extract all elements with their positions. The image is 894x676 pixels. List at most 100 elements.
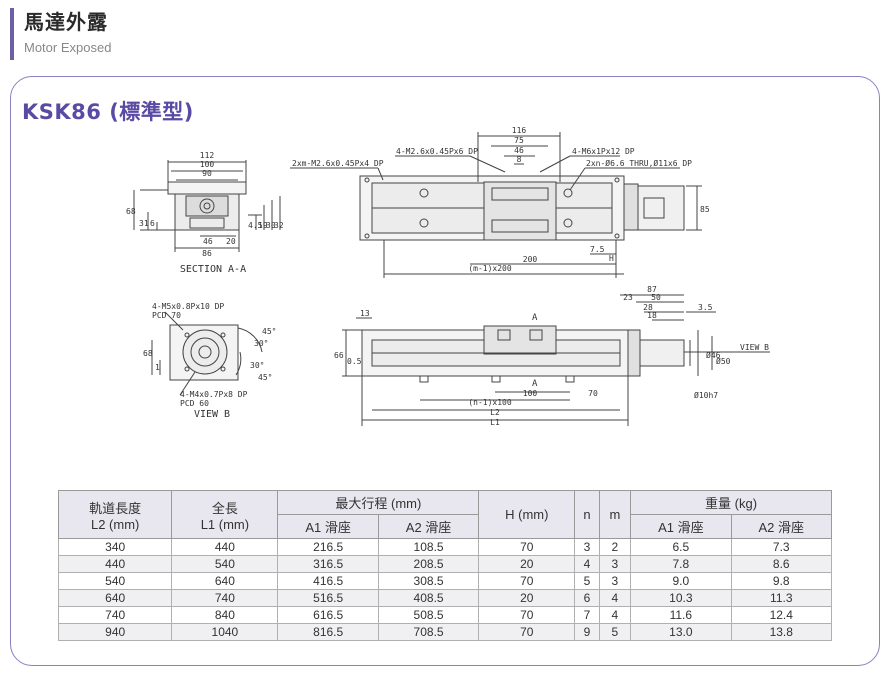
side-label-a-bottom: A bbox=[532, 379, 538, 389]
table-cell: 1040 bbox=[171, 623, 279, 641]
table-cell: 9.0 bbox=[630, 572, 732, 590]
table-cell: 4 bbox=[574, 555, 600, 573]
col-total-length: 全長 L1 (mm) bbox=[171, 490, 279, 539]
table-cell: 70 bbox=[478, 606, 576, 624]
section-view bbox=[133, 160, 281, 252]
section-dim-31: 31 bbox=[139, 219, 149, 228]
top-view bbox=[290, 132, 702, 278]
end-dim-87: 87 bbox=[647, 285, 657, 294]
side-dim-0-5: 0.5 bbox=[347, 357, 362, 366]
top-callout-2: 4-M2.6x0.45Px6 DP bbox=[396, 147, 478, 156]
table-cell: 5 bbox=[574, 572, 600, 590]
view-b-dim-1: 1 bbox=[155, 363, 160, 372]
table-cell: 316.5 bbox=[277, 555, 379, 573]
end-dim-23: 23 bbox=[623, 293, 633, 302]
top-callout-1: 2xm-M2.6x0.45Px4 DP bbox=[292, 159, 384, 168]
section-dim-86: 86 bbox=[202, 249, 212, 258]
table-cell: 440 bbox=[57, 555, 173, 573]
top-callout-3: 4-M6x1Px12 DP bbox=[572, 147, 635, 156]
table-cell: 816.5 bbox=[277, 623, 379, 641]
top-dim-h: H bbox=[609, 254, 614, 263]
table-cell: 8.6 bbox=[730, 555, 833, 573]
table-cell: 2 bbox=[598, 538, 632, 556]
table-cell: 11.6 bbox=[630, 606, 732, 624]
table-cell: 20 bbox=[478, 555, 576, 573]
top-dim-85: 85 bbox=[700, 205, 710, 214]
view-b bbox=[151, 311, 263, 396]
side-view bbox=[342, 294, 770, 426]
table-cell: 7.3 bbox=[730, 538, 833, 556]
table-cell: 740 bbox=[171, 589, 279, 607]
table-cell: 108.5 bbox=[377, 538, 480, 556]
page-title: 馬達外露 bbox=[24, 10, 108, 34]
section-dim-32: 32 bbox=[274, 221, 284, 230]
section-dim-112: 112 bbox=[200, 151, 215, 160]
col-h: H (mm) bbox=[478, 490, 576, 539]
table-cell: 640 bbox=[171, 572, 279, 590]
view-b-pcd-bottom: PCD 60 bbox=[180, 399, 209, 408]
section-dim-46: 46 bbox=[203, 237, 213, 246]
view-b-angle-mid: 30° bbox=[254, 339, 268, 348]
top-dim-8: 8 bbox=[517, 155, 522, 164]
end-dim-28: 28 bbox=[643, 303, 653, 312]
table-cell: 516.5 bbox=[277, 589, 379, 607]
table-cell: 940 bbox=[57, 623, 173, 641]
view-b-angle-low2: 45° bbox=[258, 373, 272, 382]
end-view-b-label: VIEW B bbox=[740, 343, 769, 352]
spec-table: 軌道長度 L2 (mm) 全長 L1 (mm) 最大行程 (mm) H (mm)… bbox=[57, 490, 833, 641]
section-dim-68: 68 bbox=[126, 207, 136, 216]
table-cell: 308.5 bbox=[377, 572, 480, 590]
col-stroke-a2: A2 滑座 bbox=[377, 514, 480, 539]
col-rail-length: 軌道長度 L2 (mm) bbox=[57, 490, 173, 539]
top-dim-116: 116 bbox=[512, 126, 527, 135]
end-dim-18: 18 bbox=[647, 311, 657, 320]
table-cell: 540 bbox=[171, 555, 279, 573]
table-cell: 9 bbox=[574, 623, 600, 641]
table-cell: 13.0 bbox=[630, 623, 732, 641]
header-accent-bar bbox=[10, 8, 14, 60]
product-panel bbox=[10, 76, 880, 666]
section-caption: SECTION A-A bbox=[180, 264, 246, 275]
col-total-length-label: 全長 bbox=[211, 500, 238, 516]
table-cell: 7 bbox=[574, 606, 600, 624]
table-cell: 740 bbox=[57, 606, 173, 624]
top-dim-46: 46 bbox=[514, 146, 524, 155]
model-title: KSK86 (標準型) bbox=[22, 100, 194, 124]
table-cell: 540 bbox=[57, 572, 173, 590]
col-m: m bbox=[598, 490, 632, 539]
table-cell: 440 bbox=[171, 538, 279, 556]
section-dim-6: 6 bbox=[150, 219, 155, 228]
table-cell: 13.8 bbox=[730, 623, 833, 641]
end-dim-3-5: 3.5 bbox=[698, 303, 713, 312]
side-label-a-top: A bbox=[532, 313, 538, 323]
table-cell: 6.5 bbox=[630, 538, 732, 556]
view-b-callout-top: 4-M5x0.8Px10 DP bbox=[152, 302, 224, 311]
view-b-caption: VIEW B bbox=[194, 409, 230, 420]
end-dim-d10: Ø10h7 bbox=[694, 390, 718, 400]
table-cell: 416.5 bbox=[277, 572, 379, 590]
page-subtitle: Motor Exposed bbox=[24, 40, 112, 55]
table-cell: 12.4 bbox=[730, 606, 833, 624]
table-cell: 3 bbox=[598, 572, 632, 590]
view-b-dim-68: 68 bbox=[143, 349, 153, 358]
view-b-angle-top: 45° bbox=[262, 327, 276, 336]
side-dim-n: (n-1)x100 bbox=[468, 398, 512, 407]
table-cell: 5 bbox=[598, 623, 632, 641]
end-dim-50: 50 bbox=[651, 293, 661, 302]
col-n: n bbox=[574, 490, 600, 539]
view-b-angle-low1: 30° bbox=[250, 361, 264, 370]
table-cell: 208.5 bbox=[377, 555, 480, 573]
table-cell: 70 bbox=[478, 538, 576, 556]
view-b-pcd-top: PCD 70 bbox=[152, 311, 181, 320]
col-weight-a1: A1 滑座 bbox=[630, 514, 732, 539]
side-dim-13: 13 bbox=[360, 309, 370, 318]
table-cell: 840 bbox=[171, 606, 279, 624]
side-dim-70: 70 bbox=[588, 389, 598, 398]
table-cell: 3 bbox=[574, 538, 600, 556]
section-dim-90: 90 bbox=[202, 169, 212, 178]
